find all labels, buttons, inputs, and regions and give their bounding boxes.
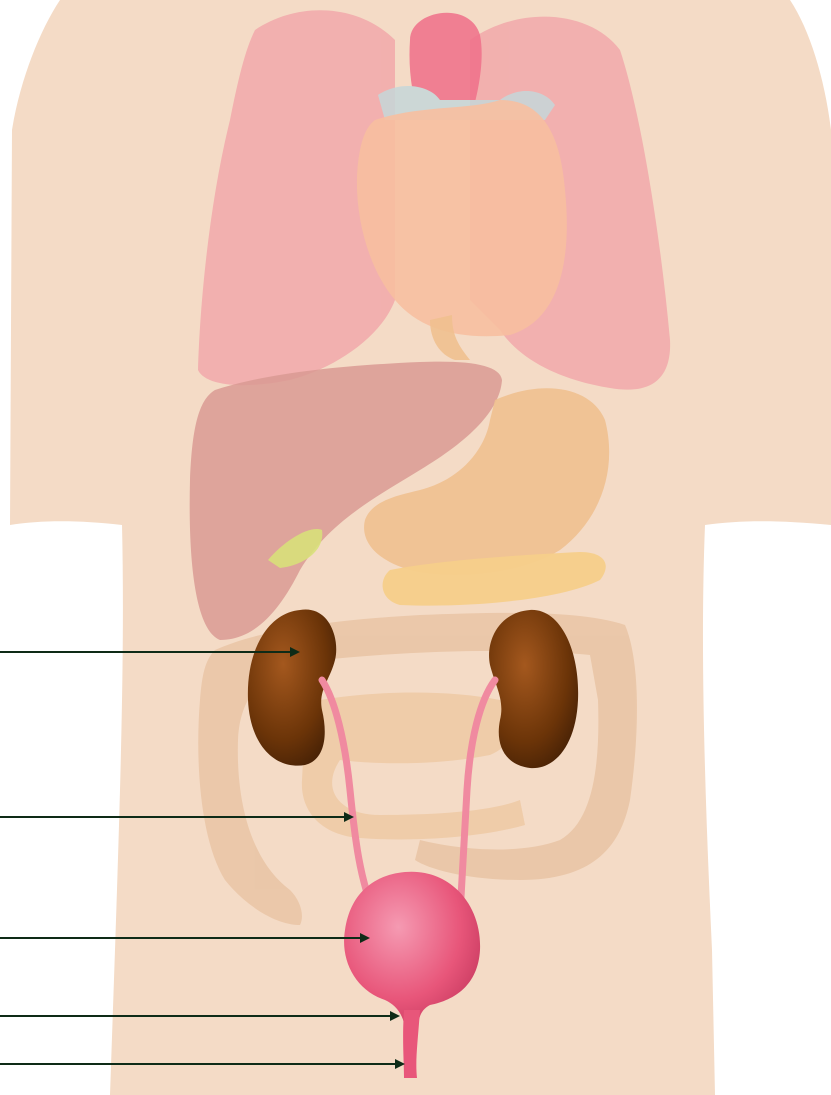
- kidney-left: [489, 610, 578, 768]
